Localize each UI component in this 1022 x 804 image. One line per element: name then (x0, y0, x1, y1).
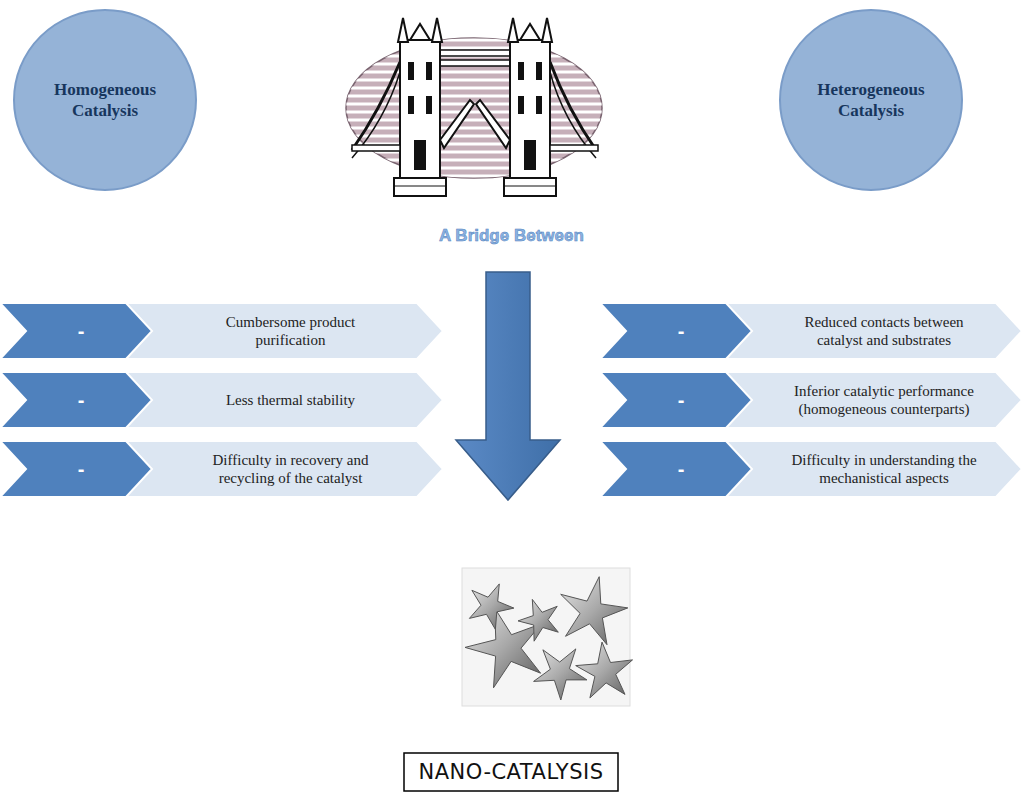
down-arrow (456, 272, 560, 500)
drawback-band: Difficulty in understanding the mechanis… (718, 441, 1022, 497)
bridge-illustration (340, 18, 610, 196)
shape-outline (718, 303, 1022, 359)
shape-outline (718, 372, 1022, 428)
result-box: NANO-CATALYSIS (403, 752, 619, 792)
shape-fill (118, 372, 443, 428)
shape-outline (778, 8, 964, 192)
shape-outline (118, 441, 443, 497)
shape-fill (404, 753, 618, 791)
shape-fill (0, 303, 152, 359)
minus-sign: - (68, 458, 85, 481)
minus-chevron: - (600, 441, 752, 497)
shape-fill (600, 372, 752, 428)
node-text: Inferior catalytic performance (homogene… (782, 382, 987, 418)
nanoparticle-star (518, 599, 558, 641)
nanoparticle-star (534, 649, 587, 700)
drawback-band: Cumbersome product purification (118, 303, 443, 359)
nanoparticle-star (576, 642, 633, 698)
drawback-band: Difficulty in recovery and recycling of … (118, 441, 443, 497)
node-text: Difficulty in recovery and recycling of … (201, 451, 381, 487)
drawback-band: Reduced contacts between catalyst and su… (718, 303, 1022, 359)
shape-fill (718, 441, 1022, 497)
nanoparticle-star (561, 577, 628, 645)
shape-outline (0, 303, 152, 359)
node-text: Difficulty in understanding the mechanis… (782, 451, 987, 487)
shape-fill (780, 10, 962, 190)
node-text: Less thermal stability (226, 391, 355, 409)
shape-outline (0, 372, 152, 428)
node-text: Reduced contacts between catalyst and su… (782, 313, 987, 349)
minus-chevron: - (600, 303, 752, 359)
minus-sign: - (68, 320, 85, 343)
node-text: NANO-CATALYSIS (418, 760, 603, 784)
shape-fill (718, 372, 1022, 428)
shape-fill (0, 441, 152, 497)
shape-outline (600, 372, 752, 428)
shape-fill (118, 303, 443, 359)
minus-chevron: - (600, 372, 752, 428)
minus-sign: - (68, 389, 85, 412)
shape-outline (118, 303, 443, 359)
shape-fill (718, 303, 1022, 359)
shape-fill (0, 372, 152, 428)
shape-outline (0, 441, 152, 497)
minus-chevron: - (0, 303, 152, 359)
shape-outline (600, 303, 752, 359)
drawback-band: Less thermal stability (118, 372, 443, 428)
minus-sign: - (668, 389, 685, 412)
minus-chevron: - (0, 441, 152, 497)
shape-fill (14, 10, 196, 190)
shape-outline (718, 441, 1022, 497)
shape-outline (12, 8, 198, 192)
shape-fill (118, 441, 443, 497)
category-circle: Heterogeneous Catalysis (778, 8, 964, 192)
minus-sign: - (668, 320, 685, 343)
nanoparticle-picture (462, 568, 633, 706)
node-text: Cumbersome product purification (201, 313, 381, 349)
node-text: Homogeneous Catalysis (45, 79, 165, 122)
category-circle: Homogeneous Catalysis (12, 8, 198, 192)
minus-chevron: - (0, 372, 152, 428)
minus-sign: - (668, 458, 685, 481)
shape-outline (600, 441, 752, 497)
shape-fill (600, 303, 752, 359)
bridge-caption: A Bridge Between (439, 226, 584, 246)
nanoparticle-star (469, 584, 514, 630)
node-text: Heterogeneous Catalysis (811, 79, 931, 122)
drawback-band: Inferior catalytic performance (homogene… (718, 372, 1022, 428)
shape-fill (600, 441, 752, 497)
